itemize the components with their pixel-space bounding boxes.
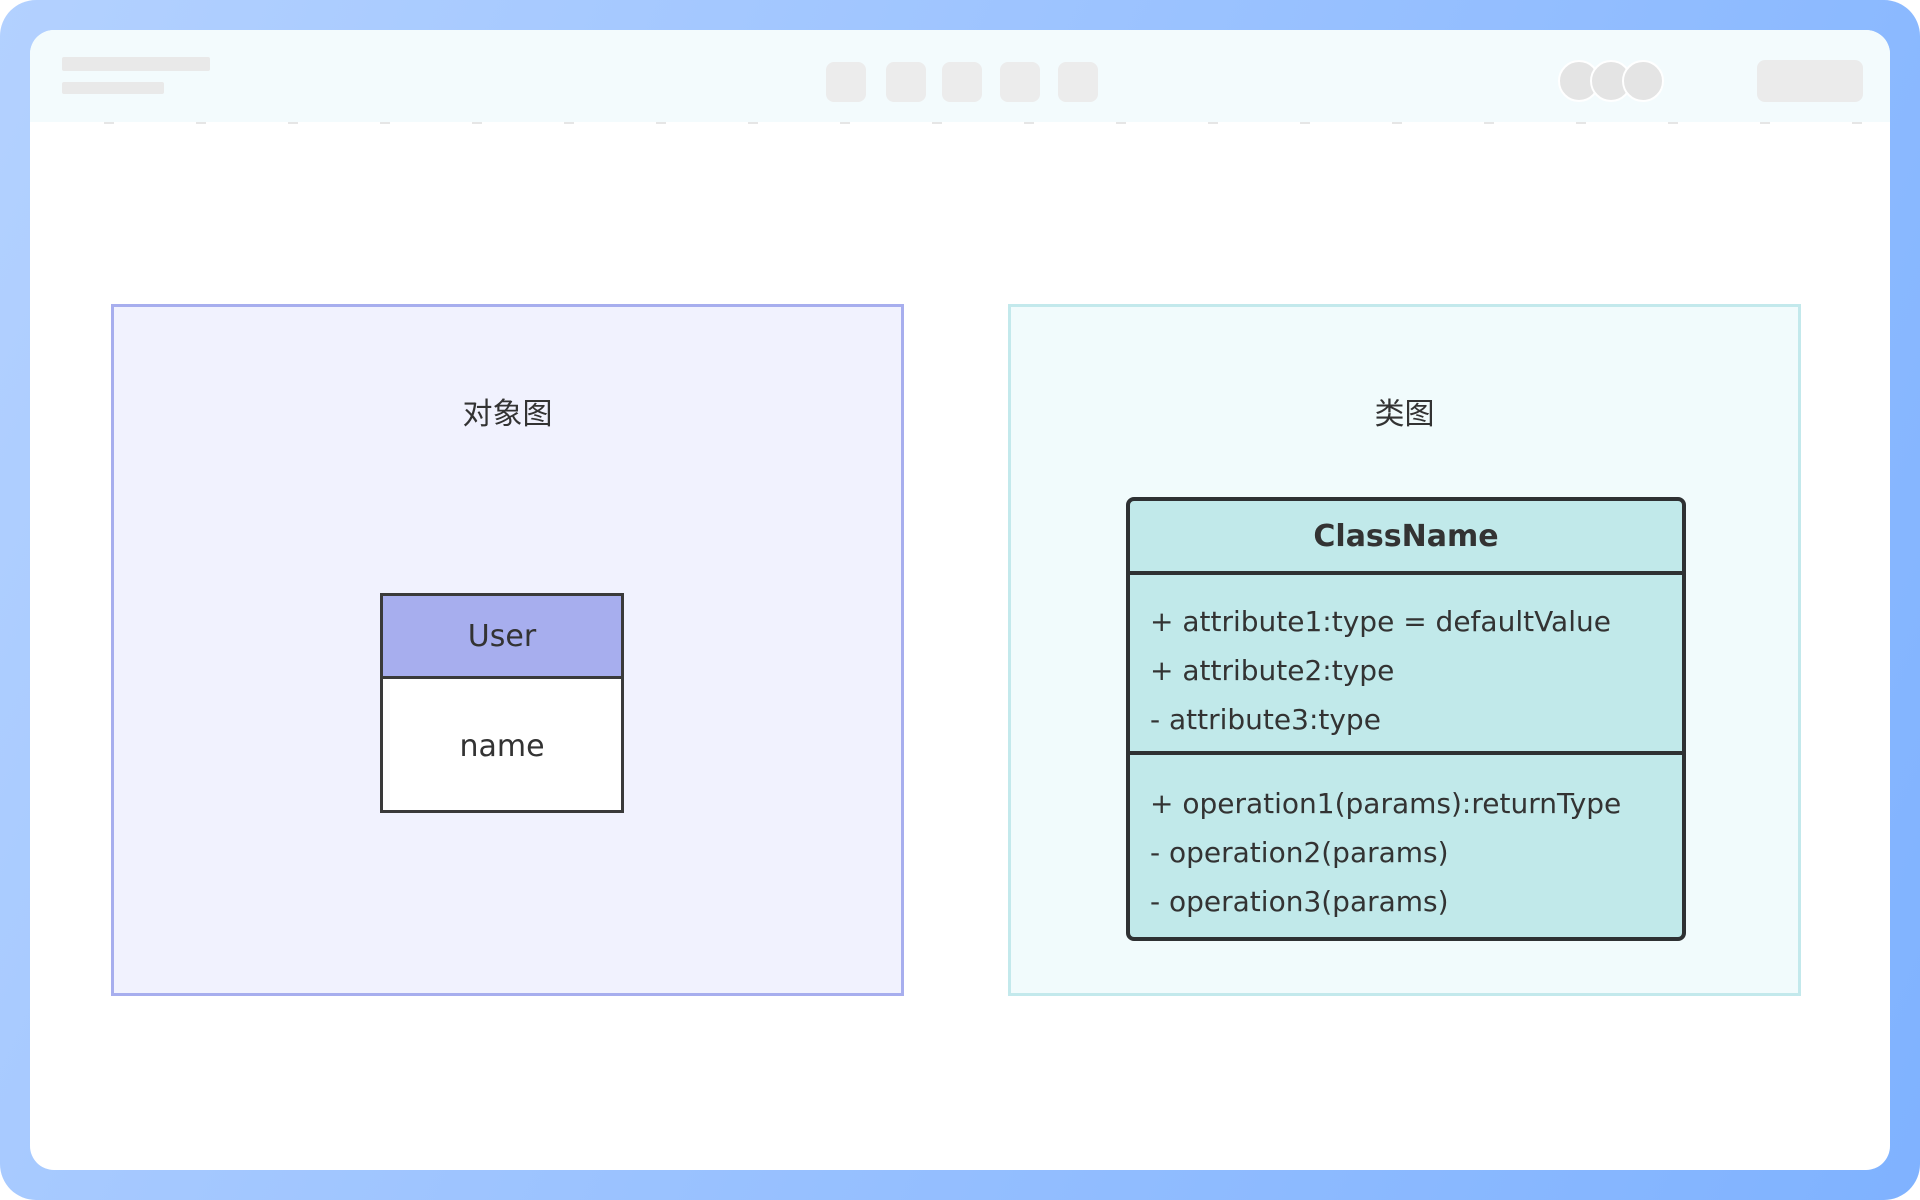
divider-dash: [1668, 122, 1678, 124]
object-name: User: [383, 596, 621, 679]
class-operation: - operation3(params): [1150, 885, 1449, 918]
toolbar-button-5[interactable]: [1058, 62, 1098, 102]
divider-dash: [1484, 122, 1494, 124]
divider-dash: [564, 122, 574, 124]
class-attributes: + attribute1:type = defaultValue + attri…: [1130, 575, 1682, 755]
top-toolbar: [30, 30, 1890, 122]
divider-dash: [380, 122, 390, 124]
divider-dash: [288, 122, 298, 124]
divider-dash: [1300, 122, 1310, 124]
divider-dash: [196, 122, 206, 124]
divider-dash: [748, 122, 758, 124]
class-box[interactable]: ClassName + attribute1:type = defaultVal…: [1126, 497, 1686, 941]
toolbar-button-4[interactable]: [1000, 62, 1040, 102]
divider-dash: [1208, 122, 1218, 124]
divider-dash: [656, 122, 666, 124]
avatar[interactable]: [1622, 60, 1664, 102]
toolbar-button-3[interactable]: [942, 62, 982, 102]
divider-dash: [104, 122, 114, 124]
title-placeholder: [62, 57, 210, 71]
object-box[interactable]: User name: [380, 593, 624, 813]
class-operation: - operation2(params): [1150, 836, 1449, 869]
object-attribute: name: [459, 728, 545, 764]
divider-dash: [932, 122, 942, 124]
class-attribute: + attribute1:type = defaultValue: [1150, 605, 1611, 638]
divider-dash: [1852, 122, 1862, 124]
class-operation: + operation1(params):returnType: [1150, 787, 1622, 820]
class-attribute: + attribute2:type: [1150, 654, 1395, 687]
divider-dash: [1392, 122, 1402, 124]
class-diagram-panel[interactable]: 类图 ClassName + attribute1:type = default…: [1008, 304, 1801, 996]
app-window: 对象图 User name 类图 ClassName + attribute1:…: [30, 30, 1890, 1170]
divider-dash: [1760, 122, 1770, 124]
class-operations: + operation1(params):returnType - operat…: [1130, 755, 1682, 926]
class-name: ClassName: [1130, 501, 1682, 575]
divider-dash: [840, 122, 850, 124]
object-diagram-panel[interactable]: 对象图 User name: [111, 304, 904, 996]
toolbar-button-2[interactable]: [886, 62, 926, 102]
object-diagram-title: 对象图: [462, 397, 553, 432]
subtitle-placeholder: [62, 82, 164, 94]
class-diagram-title: 类图: [1374, 397, 1435, 432]
divider-dash: [1024, 122, 1034, 124]
divider-dash: [472, 122, 482, 124]
class-attribute: - attribute3:type: [1150, 703, 1381, 736]
divider-dash: [1116, 122, 1126, 124]
divider-dash: [1576, 122, 1586, 124]
toolbar-divider: [30, 122, 1890, 126]
action-button-placeholder[interactable]: [1757, 60, 1863, 102]
toolbar-button-1[interactable]: [826, 62, 866, 102]
